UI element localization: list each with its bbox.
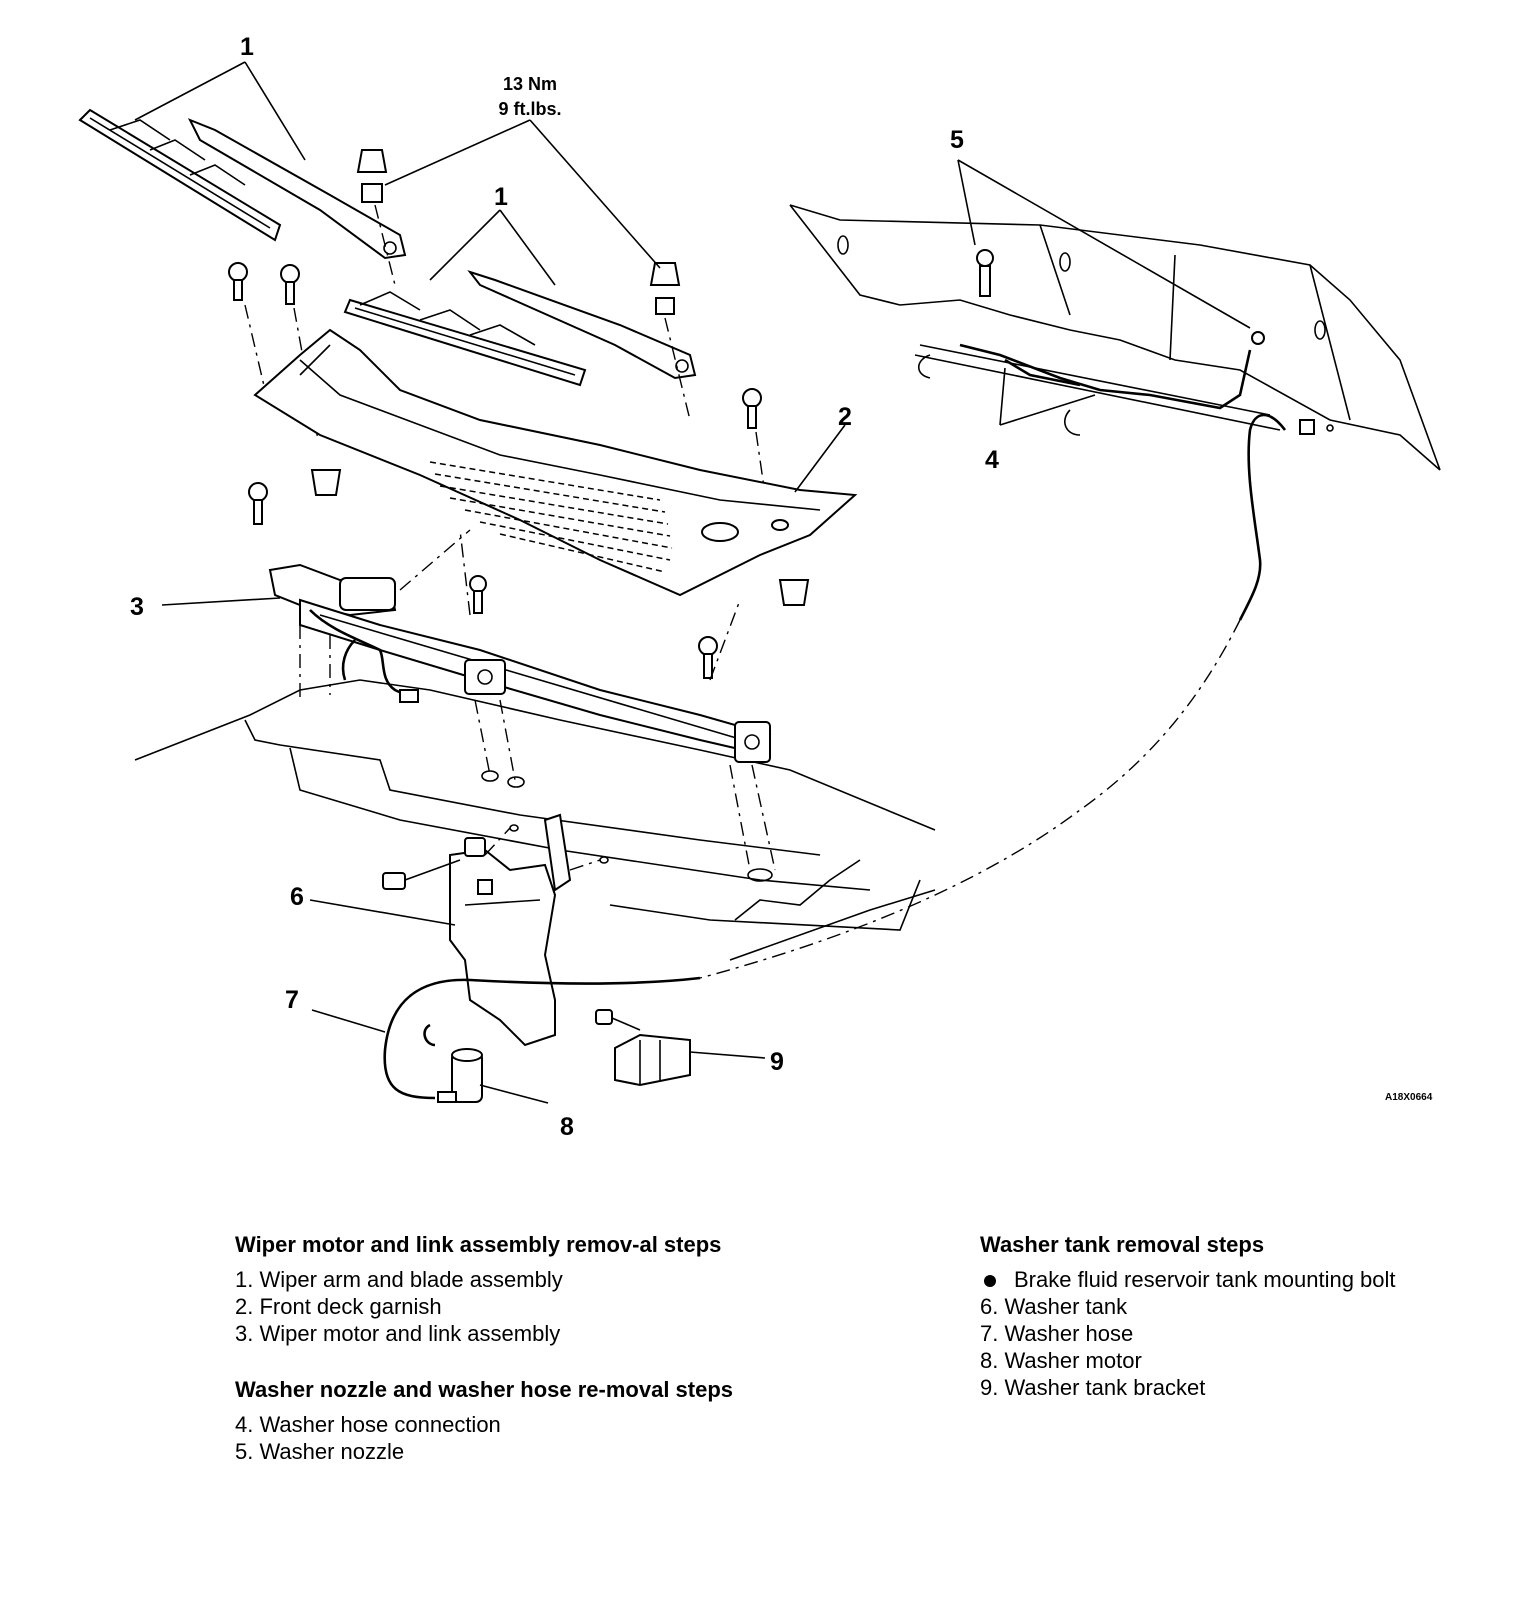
- wiper-arm-blade-right: [343, 270, 697, 387]
- tank-steps-list: Brake fluid reservoir tank mounting bolt…: [980, 1266, 1480, 1401]
- nozzle-steps-list: 4. Washer hose connection 5. Washer nozz…: [235, 1411, 735, 1465]
- tank-step: 7. Washer hose: [980, 1321, 1134, 1346]
- wiper-washer-exploded-diagram: 1 1 2 3 4 5 6 7 8 9 13 Nm 9 ft.lbs. A18X…: [78, 33, 1441, 1141]
- tank-steps-title: Washer tank removal steps: [980, 1232, 1265, 1257]
- figure-id: A18X0664: [1385, 1092, 1433, 1103]
- washer-hose-upper: [699, 343, 1334, 979]
- nozzle-steps: Washer nozzle and washer hose re-moval s…: [235, 1377, 735, 1465]
- callout-9: 9: [770, 1048, 784, 1076]
- front-deck-garnish: [253, 328, 858, 597]
- left-steps-column: Wiper motor and link assembly remov-al s…: [235, 1232, 735, 1465]
- tank-step-bullet: Brake fluid reservoir tank mounting bolt: [980, 1266, 1480, 1293]
- callout-8: 8: [560, 1113, 574, 1141]
- tank-step: 6. Washer tank: [980, 1294, 1128, 1319]
- torque-spec: 13 Nm 9 ft.lbs.: [498, 74, 561, 119]
- tank-step: 8. Washer motor: [980, 1348, 1142, 1373]
- leader-lines: [134, 61, 1251, 1104]
- callout-3: 3: [130, 593, 144, 621]
- washer-hose-lower: [383, 976, 701, 1100]
- wiper-arm-blade-left: [78, 108, 407, 260]
- tank-step-bullet-text: Brake fluid reservoir tank mounting bolt: [1014, 1267, 1396, 1292]
- washer-tank: [382, 813, 609, 1047]
- callout-labels: 1 1 2 3 4 5 6 7 8 9: [130, 33, 999, 1141]
- washer-motor: [437, 1048, 483, 1103]
- nozzle-step: 5. Washer nozzle: [235, 1439, 405, 1464]
- wiper-steps-title: Wiper motor and link assembly remov-al s…: [235, 1232, 722, 1257]
- tank-step: 9. Washer tank bracket: [980, 1375, 1206, 1400]
- washer-tank-bracket: [595, 1009, 691, 1087]
- fasteners: [228, 262, 810, 679]
- callout-7: 7: [285, 986, 299, 1014]
- callout-2: 2: [838, 403, 852, 431]
- hood-outline: [789, 204, 1441, 471]
- pivot-nuts: [356, 149, 691, 421]
- washer-nozzle: [976, 249, 1265, 345]
- wiper-motor-link: [268, 529, 776, 882]
- callout-1-top: 1: [240, 33, 254, 61]
- wiper-step: 1. Wiper arm and blade assembly: [235, 1267, 563, 1292]
- callout-6: 6: [290, 883, 304, 911]
- torque-metric: 13 Nm: [503, 74, 557, 94]
- wiper-step: 3. Wiper motor and link assembly: [235, 1321, 561, 1346]
- wiper-steps: Wiper motor and link assembly remov-al s…: [235, 1232, 735, 1347]
- callout-1-center: 1: [494, 183, 508, 211]
- callout-5: 5: [950, 126, 964, 154]
- bullet-icon: [984, 1275, 996, 1288]
- body-outline: [134, 679, 936, 961]
- nozzle-step: 4. Washer hose connection: [235, 1412, 501, 1437]
- tank-steps: Washer tank removal steps Brake fluid re…: [980, 1232, 1480, 1401]
- torque-imperial: 9 ft.lbs.: [498, 99, 561, 119]
- callout-4: 4: [985, 446, 999, 474]
- nozzle-steps-title: Washer nozzle and washer hose re-moval s…: [235, 1377, 734, 1402]
- wiper-step: 2. Front deck garnish: [235, 1294, 442, 1319]
- wiper-steps-list: 1. Wiper arm and blade assembly 2. Front…: [235, 1266, 735, 1347]
